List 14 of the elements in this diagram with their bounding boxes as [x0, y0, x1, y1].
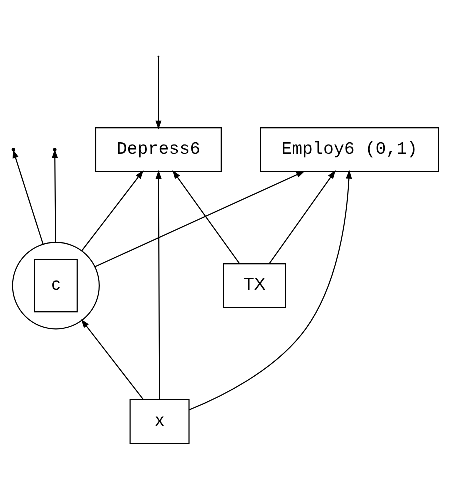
node-box: Employ6 (0,1)	[260, 128, 440, 172]
node-box: TX	[223, 263, 286, 308]
arrow	[269, 170, 336, 264]
arrow	[189, 170, 352, 411]
node-box: x	[130, 399, 190, 444]
arrow	[12, 150, 44, 244]
node-box: Depress6	[95, 128, 222, 172]
arrow	[81, 319, 144, 400]
arrow	[82, 170, 144, 252]
arrow	[94, 171, 306, 268]
arrow	[156, 57, 162, 130]
arrow	[156, 170, 162, 400]
arrow	[172, 170, 240, 264]
arrow	[52, 149, 58, 242]
